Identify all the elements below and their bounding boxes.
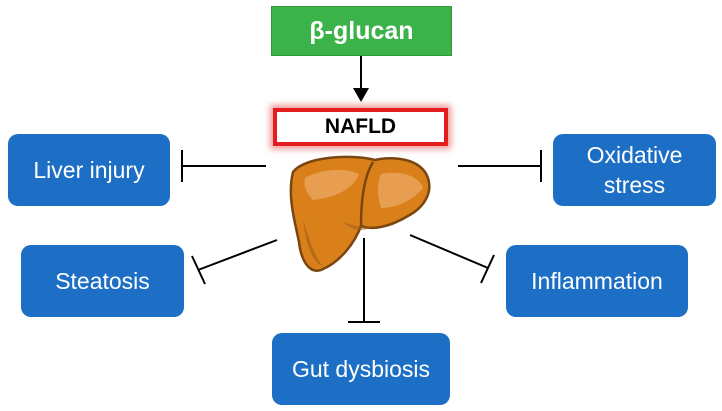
outcome-box-oxidative-stress: Oxidative stress bbox=[553, 134, 716, 206]
treatment-label: β-glucan bbox=[309, 16, 414, 45]
inhibit-edge-liver-injury bbox=[181, 150, 266, 182]
inhibit-edge-inflammation bbox=[409, 234, 495, 284]
liver-icon bbox=[289, 155, 431, 272]
inhibit-edge-oxidative-stress bbox=[458, 150, 542, 182]
outcome-box-gut-dysbiosis: Gut dysbiosis bbox=[272, 333, 450, 405]
outcome-label-liver-injury: Liver injury bbox=[33, 157, 145, 183]
outcome-label-steatosis: Steatosis bbox=[55, 268, 150, 294]
outcome-box-steatosis: Steatosis bbox=[21, 245, 184, 317]
disease-box: NAFLD bbox=[273, 108, 448, 146]
outcome-label-inflammation: Inflammation bbox=[531, 268, 663, 294]
treatment-box: β-glucan bbox=[271, 6, 452, 56]
disease-label: NAFLD bbox=[324, 115, 397, 138]
inhibit-edge-steatosis bbox=[191, 239, 278, 285]
inhibit-edge-gut-dysbiosis bbox=[348, 238, 380, 323]
outcome-box-inflammation: Inflammation bbox=[506, 245, 688, 317]
outcome-label-gut-dysbiosis: Gut dysbiosis bbox=[291, 356, 431, 382]
outcome-box-liver-injury: Liver injury bbox=[8, 134, 170, 206]
outcome-label-oxidative-stress: Oxidative stress bbox=[586, 142, 683, 198]
